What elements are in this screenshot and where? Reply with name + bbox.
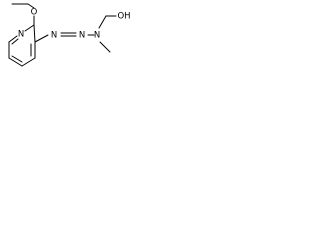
bond-c5-c4 — [8, 57, 23, 67]
bond-methyl-o-tail — [27, 3, 35, 9]
bond-c2-n1 — [24, 24, 35, 32]
bond-amine-methyl — [99, 41, 111, 53]
bond-c3-azo — [34, 34, 49, 43]
bond-c2-c2b — [33, 24, 36, 43]
amine-nitrogen-label: N — [94, 31, 100, 41]
azo-n1-label: N — [51, 31, 57, 41]
bond-c4-c3 — [21, 57, 36, 67]
bond-n1-c6-inner — [11, 38, 19, 45]
bond-amine-ch2 — [98, 15, 107, 29]
bonds — [8, 3, 117, 67]
hydroxyl-label: OH — [117, 12, 130, 22]
molecule-structure: O N N N N OH — [8, 3, 131, 67]
bond-c5-c4-inner — [11, 55, 23, 63]
methoxy-oxygen-label: O — [31, 8, 38, 18]
ring-nitrogen-label: N — [18, 30, 24, 40]
bond-n1-c6 — [8, 35, 18, 43]
azo-n2-label: N — [79, 31, 85, 41]
atom-labels: O N N N N OH — [18, 8, 131, 41]
